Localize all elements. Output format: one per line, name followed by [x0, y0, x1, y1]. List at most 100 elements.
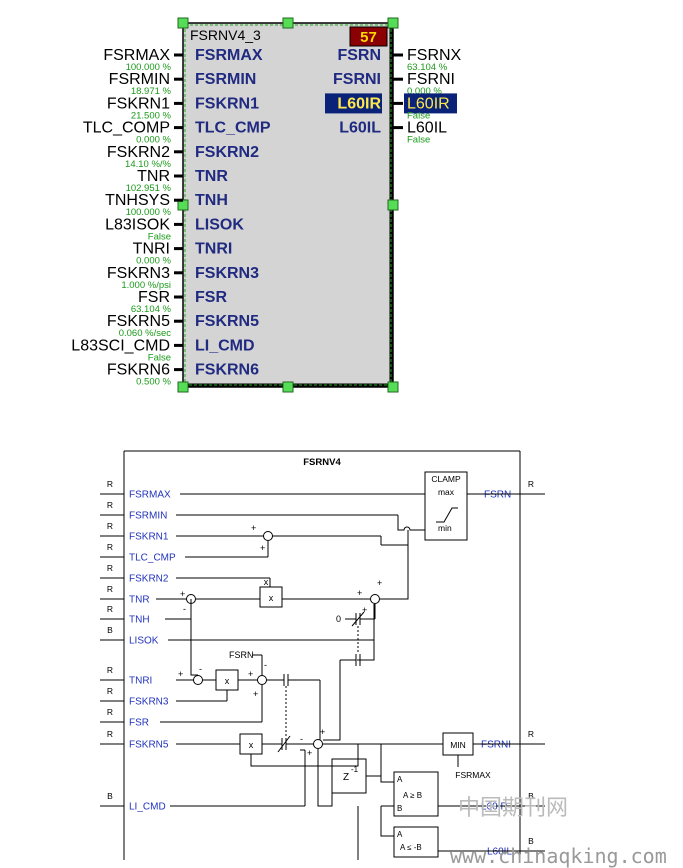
block-input-value: 1.000 %/psi [121, 280, 171, 291]
svg-text:+: + [307, 748, 312, 758]
schematic-input-type: R [107, 686, 113, 696]
block-body [182, 22, 394, 388]
order-badge [349, 26, 388, 47]
schematic-input-name: FSKRN3 [129, 697, 169, 708]
block-title: FSRNV4_3 [190, 27, 261, 43]
selection-handle[interactable] [282, 381, 294, 393]
svg-text:+: + [253, 689, 258, 699]
selection-handle[interactable] [387, 199, 399, 211]
selection-handle[interactable] [282, 17, 294, 29]
block-input-ext: FSKRN5 [107, 313, 170, 330]
schematic-input-type: R [107, 542, 113, 552]
block-input-ext: FSRMIN [109, 71, 170, 88]
block-input-value: 21.500 % [131, 110, 172, 121]
schematic-input-type: R [107, 479, 113, 489]
block-output-value: 63.104 % [407, 62, 448, 73]
block-output-value: False [407, 110, 430, 121]
schematic-output-type: R [528, 729, 534, 739]
selection-handle[interactable] [177, 381, 189, 393]
clamp-block: CLAMP max min [424, 471, 468, 541]
svg-text:+: + [251, 523, 256, 533]
svg-text:+: + [248, 669, 253, 679]
min-label: MIN [450, 740, 466, 750]
schematic-input-type: R [107, 584, 113, 594]
schematic-output-type: B [528, 836, 534, 846]
block-input-value: 18.971 % [131, 86, 172, 97]
block-input-value: 100.000 % [126, 207, 172, 218]
block-output-ext: FSRNI [407, 71, 455, 88]
pin-highlight [404, 93, 457, 114]
block-input-value: False [148, 231, 171, 242]
block-output-value: False [407, 135, 430, 146]
block-input-value: 0.000 % [136, 135, 171, 146]
zero-const: 0 [336, 614, 341, 624]
block-input-value: 0.500 % [136, 377, 171, 388]
selection-handle[interactable] [177, 17, 189, 29]
selection-handle[interactable] [387, 381, 399, 393]
mult-2: x [225, 676, 230, 686]
block-input-pin-label: LI_CMD [195, 337, 255, 354]
mult-1: x [264, 577, 269, 587]
schematic-input-type: R [107, 729, 113, 739]
svg-text:+: + [320, 727, 325, 737]
block-input-ext: FSKRN6 [107, 362, 170, 379]
mult-3: x [249, 740, 254, 750]
schematic-input-type: R [107, 665, 113, 675]
schematic-input-name: LISOK [129, 636, 159, 647]
svg-text:B: B [397, 804, 402, 813]
schematic-inputs: RFSRMAXRFSRMINRFSKRN1RTLC_CMPRFSKRN2RTNR… [100, 479, 176, 813]
svg-text:+: + [377, 578, 382, 588]
min-ref: FSRMAX [455, 770, 491, 780]
fsrn-ref: FSRN [229, 650, 254, 660]
delay-exp: -1 [351, 765, 359, 774]
svg-text:-: - [264, 660, 267, 670]
svg-text:-: - [199, 664, 202, 674]
block-input-ext: L83ISOK [105, 216, 170, 233]
block-input-value: 0.000 % [136, 256, 171, 267]
schematic-wiring [156, 493, 520, 860]
block-output-pin-label: FSRN [337, 47, 381, 64]
svg-text:min: min [438, 523, 452, 533]
svg-text:-: - [183, 604, 186, 614]
schematic-input: R FSRMAX [100, 479, 171, 501]
schematic-input-name: FSRMIN [129, 511, 167, 522]
schematic-input: BLI_CMD [100, 791, 166, 813]
selection-handle[interactable] [387, 17, 399, 29]
svg-text:max: max [438, 487, 455, 497]
block-output-pin-label: L60IL [339, 120, 381, 137]
block-input-pin-label: TLC_CMP [195, 120, 271, 137]
schematic-labels: x x x x + + + - + + + + - + - + + - + 0 … [178, 523, 491, 852]
block-input-pin-label: LISOK [195, 216, 244, 233]
block-input-pin-label: FSKRN2 [195, 144, 259, 161]
schematic-input-name: FSRMAX [129, 490, 171, 501]
